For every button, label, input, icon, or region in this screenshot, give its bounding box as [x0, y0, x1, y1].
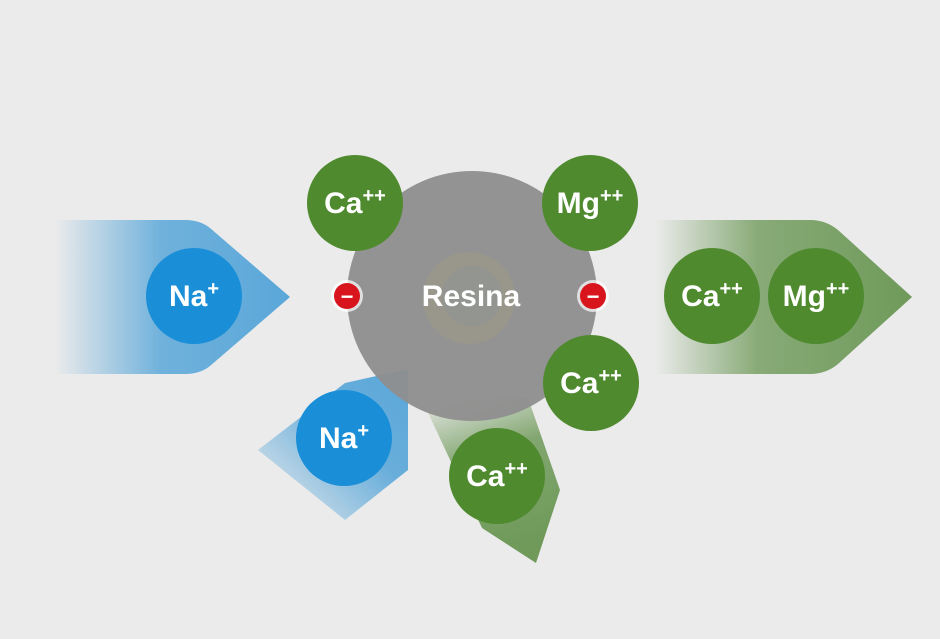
calcium-ion-bound-bottom: Ca++: [449, 428, 545, 524]
calcium-ion-outgoing: Ca++: [664, 248, 760, 344]
svg-text:−: −: [587, 284, 600, 309]
svg-text:Mg++: Mg++: [783, 278, 850, 313]
calcium-ion-bound-right: Ca++: [543, 335, 639, 431]
svg-text:−: −: [341, 284, 354, 309]
resin-bead: [347, 171, 597, 421]
svg-text:Na+: Na+: [319, 420, 369, 455]
svg-text:Ca++: Ca++: [466, 458, 528, 493]
svg-text:Ca++: Ca++: [681, 278, 743, 313]
resin-core-glow: [423, 252, 515, 344]
magnesium-ion-bound-top: Mg++: [542, 155, 638, 251]
magnesium-ion-outgoing: Mg++: [768, 248, 864, 344]
sodium-ion-incoming: Na+: [146, 248, 242, 344]
resin-core: [442, 266, 502, 326]
resin-label: Resina: [422, 280, 521, 313]
svg-text:Mg++: Mg++: [557, 185, 624, 220]
calcium-ion-bound-top: Ca++: [307, 155, 403, 251]
sodium-ion-released: Na+: [296, 390, 392, 486]
svg-text:Ca++: Ca++: [324, 185, 386, 220]
svg-text:Na+: Na+: [169, 278, 219, 313]
negative-charge-icon: −: [331, 280, 363, 312]
negative-charge-icon: −: [577, 280, 609, 312]
svg-text:Ca++: Ca++: [560, 365, 622, 400]
